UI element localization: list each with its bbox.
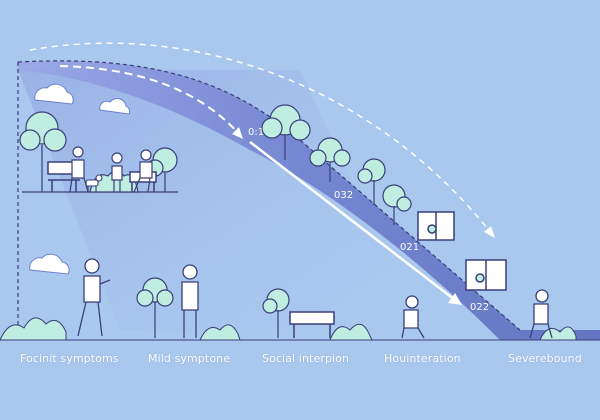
- outer-dashed-arc: [29, 42, 496, 239]
- person-icon: [529, 289, 553, 339]
- park-scene: [19, 111, 178, 193]
- window-icon: [417, 211, 455, 241]
- stage-label-2: Mild symptone: [148, 352, 231, 365]
- ground-bush: [0, 317, 67, 341]
- marker-4: 022: [470, 302, 489, 313]
- ground-bush: [199, 324, 241, 341]
- ground-bush: [329, 323, 373, 341]
- marker-2: 032: [334, 190, 353, 201]
- tree-icon: [136, 277, 174, 338]
- inner-dashed-arrow: [59, 65, 241, 136]
- light-beam: [18, 70, 420, 330]
- cloud-icon: [99, 98, 131, 115]
- person-icon: [77, 258, 111, 337]
- cloud-icon: [29, 253, 70, 275]
- outer-arc-arrowhead: [484, 226, 495, 238]
- ground-bush: [539, 326, 577, 341]
- person-icon: [181, 264, 199, 338]
- stage-label-4: Houinteration: [384, 352, 461, 365]
- person-icon: [401, 295, 425, 339]
- bench-icon: [289, 311, 335, 338]
- tree-icon: [357, 158, 386, 205]
- marker-1: 0:1: [248, 127, 264, 138]
- person-icon: [133, 149, 153, 193]
- tree-icon: [261, 104, 311, 160]
- cloud-icon: [34, 83, 74, 105]
- tree-icon: [262, 288, 290, 338]
- stage-label-1: Focinit symptoms: [20, 352, 119, 365]
- solid-arrow: [249, 141, 456, 301]
- person-icon: [111, 152, 123, 192]
- tree-icon: [382, 184, 412, 225]
- stage-label-3: Social interpion: [262, 352, 350, 365]
- stage-label-5: Severebound: [508, 352, 582, 365]
- inner-arrowhead: [232, 127, 243, 139]
- tree-icon: [19, 111, 67, 192]
- solid-arrowhead: [448, 293, 462, 305]
- dog-icon: [85, 174, 103, 192]
- decline-edge: [17, 60, 521, 331]
- stage-labels: Focinit symptoms Mild symptone Social in…: [0, 352, 600, 376]
- tree-icon: [309, 137, 351, 182]
- window-icon: [465, 259, 507, 291]
- marker-3: 021: [400, 242, 419, 253]
